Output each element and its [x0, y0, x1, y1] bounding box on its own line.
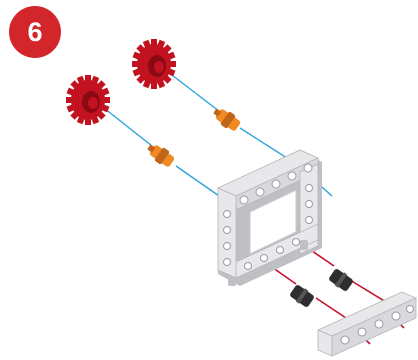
gear-tooth	[85, 119, 91, 125]
black-bushing-icon	[329, 269, 353, 291]
step-number-badge: 6	[9, 6, 61, 58]
red-gear-icon	[132, 39, 176, 89]
orange-axle-connector-icon	[147, 144, 175, 167]
gear-tooth	[151, 39, 157, 45]
gear-tooth	[132, 61, 138, 67]
black-bushing-icon	[290, 285, 314, 307]
step-number: 6	[27, 16, 43, 47]
gear-tooth	[104, 97, 110, 103]
white-beam-icon	[317, 291, 417, 357]
gear-tooth	[170, 61, 176, 67]
white-square-frame-icon	[217, 149, 322, 286]
orange-axle-connector-icon	[213, 108, 241, 131]
gear-tooth	[66, 97, 72, 103]
red-gear-icon	[66, 75, 110, 125]
gear-tooth	[151, 83, 157, 89]
gear-tooth	[85, 75, 91, 81]
